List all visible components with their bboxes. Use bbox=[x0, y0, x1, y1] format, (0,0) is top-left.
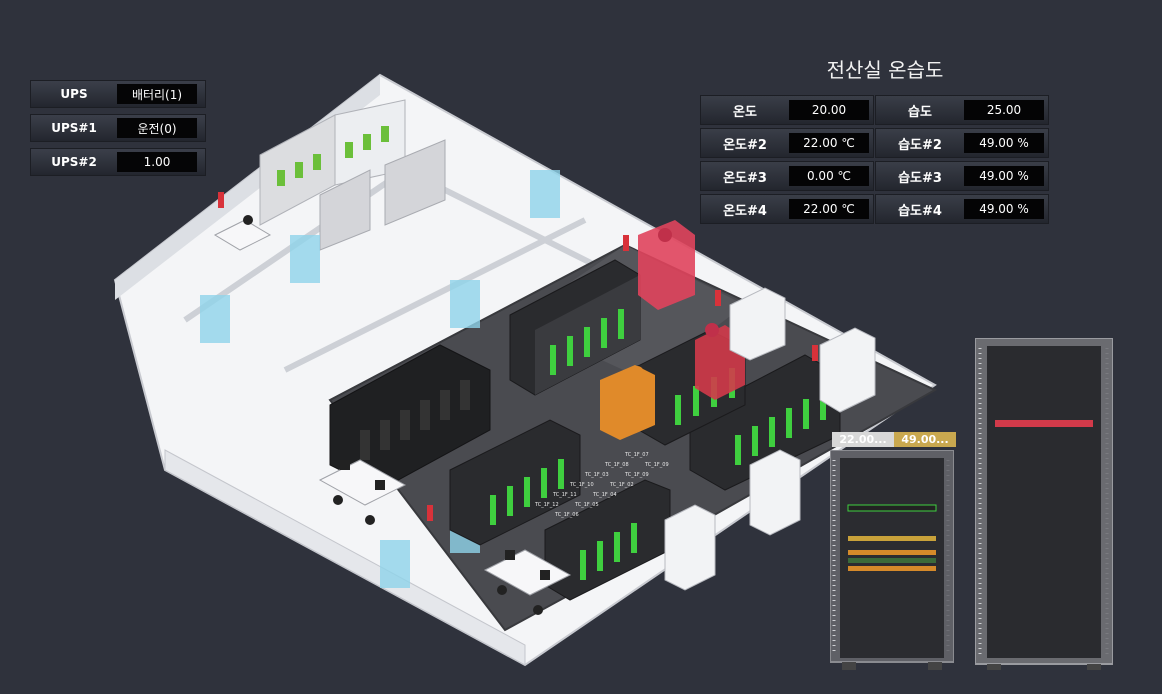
env-row: 온도#2 22.00 ℃ 습도#2 49.00 % bbox=[700, 128, 1050, 158]
ac-unit bbox=[664, 504, 716, 591]
humidity-cell: 습도 25.00 bbox=[875, 95, 1049, 125]
humidity-label: 습도#4 bbox=[898, 203, 942, 219]
glass-door bbox=[380, 540, 410, 588]
ac-unit bbox=[729, 287, 786, 361]
humidity-cell: 습도#4 49.00 % bbox=[875, 194, 1049, 224]
rack-detail-small bbox=[830, 450, 954, 670]
ups-panel: UPS 배터리(1) UPS#1 운전(0) UPS#2 1.00 bbox=[30, 80, 206, 182]
rack-humidity-badge: 49.00... bbox=[894, 432, 956, 447]
ups-value: 배터리(1) bbox=[117, 84, 197, 104]
env-title: 전산실 온습도 bbox=[826, 58, 944, 82]
location-pin-icon bbox=[630, 366, 644, 380]
rack-device bbox=[847, 504, 937, 512]
ups1-value: 운전(0) bbox=[117, 118, 197, 138]
partition-wall bbox=[283, 217, 587, 373]
humidity-value: 25.00 bbox=[964, 100, 1044, 120]
temp-value: 0.00 ℃ bbox=[789, 166, 869, 186]
sensor-tag: TC_1F_09 bbox=[644, 462, 669, 468]
server-rack-row bbox=[329, 344, 491, 491]
sensor-tag: TC_1F_06 bbox=[554, 512, 579, 518]
temp-value: 20.00 bbox=[789, 100, 869, 120]
sensor-tag: TC_1F_07 bbox=[624, 452, 649, 458]
sensor-tag: TC_1F_10 bbox=[569, 482, 594, 488]
rack-temp-badge: 22.00... bbox=[832, 432, 894, 447]
office-desk bbox=[318, 459, 407, 525]
ups1-label: UPS#1 bbox=[51, 121, 97, 135]
rack-device bbox=[848, 566, 936, 571]
sensor-tag: TC_1F_08 bbox=[604, 462, 629, 468]
glass-door bbox=[450, 280, 480, 328]
glass-door bbox=[290, 235, 320, 283]
temp-label: 온도#2 bbox=[723, 137, 767, 153]
alarm-rack-red bbox=[638, 220, 695, 310]
server-rack-row bbox=[509, 259, 641, 396]
sensor-tag: TC_1F_09 bbox=[624, 472, 649, 478]
temp-value: 22.00 ℃ bbox=[789, 199, 869, 219]
fire-extinguisher-icon bbox=[218, 192, 224, 208]
humidity-value: 49.00 % bbox=[964, 133, 1044, 153]
humidity-value: 49.00 % bbox=[964, 199, 1044, 219]
humidity-cell: 습도#3 49.00 % bbox=[875, 161, 1049, 191]
alarm-rack-orange bbox=[600, 365, 655, 440]
temp-label: 온도#4 bbox=[723, 203, 767, 219]
ups1-row: UPS#1 운전(0) bbox=[30, 114, 206, 142]
env-grid: 온도 20.00 습도 25.00 온도#2 22.00 ℃ 습도#2 49.0… bbox=[700, 95, 1050, 227]
fire-extinguisher-icon bbox=[715, 290, 721, 306]
ups-row: UPS 배터리(1) bbox=[30, 80, 206, 108]
rack-device bbox=[848, 536, 936, 541]
humidity-value: 49.00 % bbox=[964, 166, 1044, 186]
sensor-tag: TC_1F_12 bbox=[534, 502, 559, 508]
ups2-label: UPS#2 bbox=[51, 155, 97, 169]
ups2-value: 1.00 bbox=[117, 152, 197, 172]
temp-cell: 온도#4 22.00 ℃ bbox=[700, 194, 874, 224]
temp-cell: 온도#3 0.00 ℃ bbox=[700, 161, 874, 191]
temp-cell: 온도#2 22.00 ℃ bbox=[700, 128, 874, 158]
sensor-tag: TC_1F_04 bbox=[592, 492, 617, 498]
server-rack-row bbox=[449, 419, 581, 546]
env-row: 온도 20.00 습도 25.00 bbox=[700, 95, 1050, 125]
humidity-cell: 습도#2 49.00 % bbox=[875, 128, 1049, 158]
floor-plan: TC_1F_07 TC_1F_08 TC_1F_09 TC_1F_03 TC_1… bbox=[113, 73, 938, 667]
sensor-tag: TC_1F_03 bbox=[584, 472, 609, 478]
temp-value: 22.00 ℃ bbox=[789, 133, 869, 153]
wall-south bbox=[164, 449, 526, 666]
temp-label: 온도#3 bbox=[723, 170, 767, 186]
env-row: 온도#3 0.00 ℃ 습도#3 49.00 % bbox=[700, 161, 1050, 191]
location-pin-icon bbox=[705, 323, 719, 337]
location-pin-icon bbox=[658, 228, 672, 242]
rack-detail-large bbox=[975, 338, 1113, 670]
fire-extinguisher-icon bbox=[623, 235, 629, 251]
humidity-label: 습도#2 bbox=[898, 137, 942, 153]
ups2-row: UPS#2 1.00 bbox=[30, 148, 206, 176]
rack-device bbox=[848, 558, 936, 563]
sensor-tag: TC_1F_11 bbox=[552, 492, 577, 498]
fire-extinguisher-icon bbox=[427, 505, 433, 521]
electrical-cabinets bbox=[259, 99, 446, 251]
office-desk bbox=[213, 215, 272, 251]
sensor-tag: TC_1F_02 bbox=[609, 482, 634, 488]
temp-label: 온도 bbox=[733, 104, 757, 120]
humidity-label: 습도 bbox=[908, 104, 932, 120]
ac-unit bbox=[819, 327, 876, 413]
office-desk bbox=[483, 549, 572, 615]
rack-device bbox=[995, 420, 1093, 427]
humidity-label: 습도#3 bbox=[898, 170, 942, 186]
glass-door bbox=[530, 170, 560, 218]
fire-extinguisher-icon bbox=[812, 345, 818, 361]
sensor-tag: TC_1F_05 bbox=[574, 502, 599, 508]
temp-cell: 온도 20.00 bbox=[700, 95, 874, 125]
glass-door bbox=[200, 295, 230, 343]
ups-label: UPS bbox=[60, 87, 88, 101]
env-row: 온도#4 22.00 ℃ 습도#4 49.00 % bbox=[700, 194, 1050, 224]
rack-device bbox=[848, 550, 936, 555]
ac-unit bbox=[749, 449, 801, 536]
